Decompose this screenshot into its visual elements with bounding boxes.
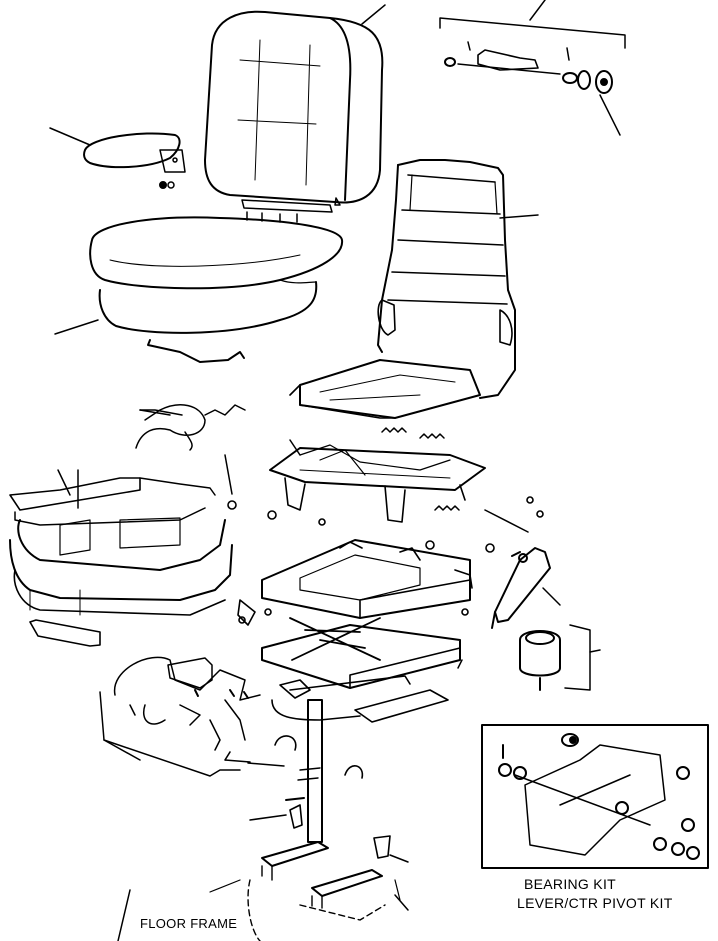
small-hardware [225, 736, 390, 858]
pivot-kit-inset [482, 725, 708, 868]
air-spring [520, 625, 590, 690]
wire-harness [100, 657, 260, 776]
slide-rails [272, 676, 448, 722]
floor-frame-label: FLOOR FRAME [140, 916, 238, 931]
backrest-cushion [205, 12, 382, 222]
seat-wire [148, 340, 244, 362]
suspension-cover [10, 478, 232, 646]
suspension-top [262, 540, 472, 618]
springs [382, 428, 459, 510]
lever-pivot-kit-label: LEVER/CTR PIVOT KIT [517, 895, 673, 911]
armrest [84, 133, 185, 188]
floor-brackets [210, 842, 400, 941]
pedestal-post [298, 700, 322, 842]
slide-mechanism [270, 445, 485, 522]
scissor-mechanism [262, 618, 460, 688]
leader-lines [50, 0, 620, 941]
seat-frame [290, 160, 515, 418]
bolts [228, 497, 543, 625]
seat-cushion [90, 217, 342, 332]
cable-upper [136, 405, 245, 450]
bearing-kit-label: BEARING KIT [524, 876, 616, 892]
hinge-kit [440, 18, 625, 93]
shock-absorber [492, 548, 550, 628]
